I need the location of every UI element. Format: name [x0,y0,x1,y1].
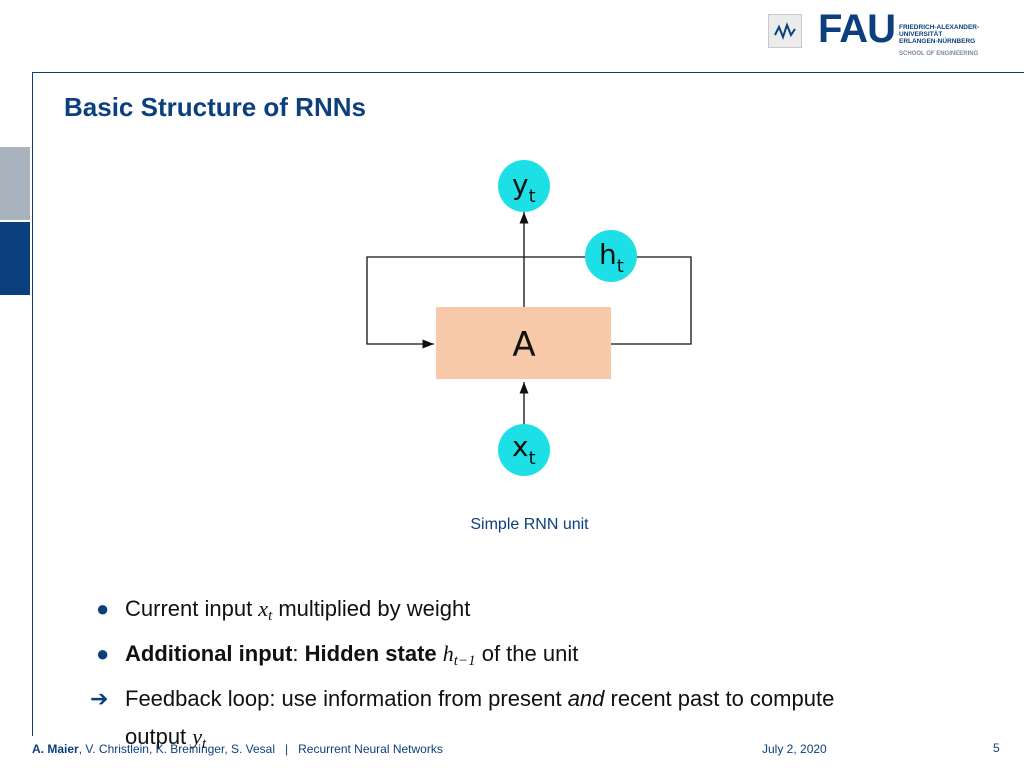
hidden-state-node [585,230,637,282]
input-node-label: x [512,430,529,463]
rnn-cell-box [436,307,611,379]
input-node [498,424,550,476]
svg-text:yt: yt [512,168,536,207]
slide-frame [32,72,1024,736]
bullet-item: ➔ Feedback loop: use information from pr… [90,680,990,763]
bullet-dot-icon: ● [96,641,110,666]
figure-caption: Simple RNN unit [470,516,589,533]
bullet-item: ● Additional input: Hidden state ht−1 of… [90,635,990,680]
hidden-node-sub: t [617,256,624,277]
fau-logo: FAU [818,7,896,51]
school-name: SCHOOL OF ENGINEERING [899,51,979,57]
svg-text:ht: ht [599,238,624,277]
rnn-cell-label: A [512,325,535,365]
arrow-right-icon: ➔ [90,686,109,711]
bullet-list: ● Current input xt multiplied by weight … [90,590,990,763]
footer-date: July 2, 2020 [762,742,827,756]
bullet-item: ● Current input xt multiplied by weight [90,590,990,635]
footer-authors: A. Maier, V. Christlein, K. Breininger, … [32,742,443,756]
input-node-sub: t [529,448,536,469]
page-number: 5 [993,741,1000,755]
footer-course: Recurrent Neural Networks [298,742,443,756]
section-marker-inactive [0,147,30,220]
feedback-loop-line [366,256,692,349]
university-name: FRIEDRICH-ALEXANDER- UNIVERSITÄT ERLANGE… [899,24,980,45]
output-node-sub: t [529,186,536,207]
output-node [498,160,550,212]
hidden-node-label: h [599,238,617,271]
bullet-dot-icon: ● [96,596,110,621]
slide-title: Basic Structure of RNNs [64,92,366,122]
output-node-label: y [512,168,529,201]
svg-text:xt: xt [512,430,536,469]
faculty-logo-icon [768,14,802,48]
section-marker-active [0,222,30,295]
rnn-diagram: A yt ht xt [366,160,692,476]
